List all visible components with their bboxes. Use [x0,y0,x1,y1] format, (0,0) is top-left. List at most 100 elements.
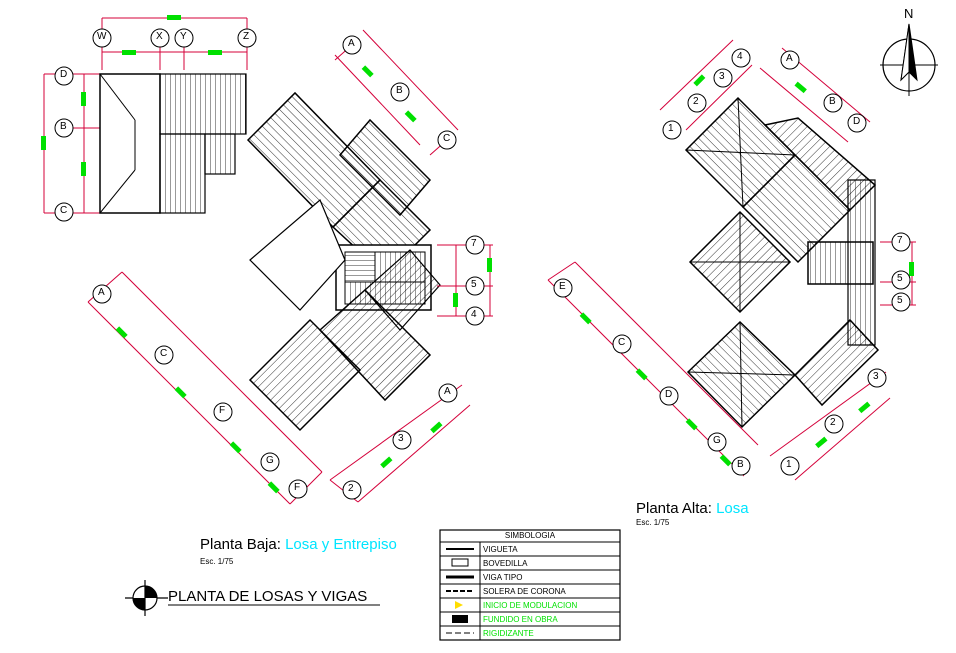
upper-roof-wing-left [688,210,792,314]
diag-dim-marker [404,110,417,123]
legend-row-label: RIGIDIZANTE [483,629,534,638]
legend-row-label: VIGUETA [483,545,518,554]
legend-header: SIMBOLOGIA [504,531,556,540]
upper-right-band [847,179,876,346]
axis-label: Z [243,31,250,42]
diag-dim-marker [174,386,187,399]
upper-dim-marker [579,312,592,325]
left-dimension-line [43,73,100,214]
diag-dim-marker [361,65,374,78]
plan-alta-title-accent: Losa [716,500,749,517]
right-dim-marker [487,258,492,272]
legend-row-label: SOLERA DE CORONA [483,587,566,596]
axis-label: B [396,85,403,96]
ground-right-dim [437,244,493,317]
axis-label: 3 [719,71,725,82]
bovedilla-symbol [451,558,469,567]
axis-label: C [443,133,451,144]
left-dim-marker [81,92,86,106]
top-dimension-line [101,17,248,70]
ground-floor-plan [41,15,493,505]
axis-label: 3 [398,433,404,444]
legend-row-label: FUNDIDO EN OBRA [483,615,558,624]
axis-label: W [97,31,107,42]
diag-dim-marker [229,441,242,454]
diag-dim-marker [380,456,393,469]
diag-dim-marker [430,421,443,434]
top-dim-marker [208,50,222,55]
plan-alta-title-main: Planta Alta: [636,500,712,517]
upper-floor-plan [547,39,916,481]
ground-diagonal-wing-lower [248,249,441,432]
diag-dim-marker [115,326,128,339]
axis-label: F [294,482,301,493]
diag-dim-marker [267,481,280,494]
axis-label: C [60,205,68,216]
axis-label: A [348,38,355,49]
upper-axis-bubbles [553,48,911,476]
plan-baja-title-main: Planta Baja: [200,536,281,553]
north-arrow-icon [880,23,938,96]
top-dim-marker [167,15,181,20]
ground-left-wing [99,73,247,214]
upper-dim-marker [909,262,914,276]
axis-label: 5 [471,279,477,290]
right-dim-marker [453,293,458,307]
axis-label: C [160,348,168,359]
axis-label: 7 [471,238,477,249]
upper-dim-marker [693,74,706,87]
axis-label: D [665,389,673,400]
left-dim-marker [41,136,46,150]
plan-baja-title: Planta Baja: Losa y Entrepiso [200,536,397,553]
legend-labels: VIGUETA BOVEDILLA VIGA TIPO SOLERA DE CO… [483,543,577,641]
plan-alta-title: Planta Alta: Losa [636,500,749,517]
axis-label: D [60,69,68,80]
upper-dim-marker [685,418,698,431]
north-label: N [904,6,914,21]
upper-dim-marker [794,81,807,94]
axis-label: 5 [897,295,903,306]
axis-label: B [60,121,67,132]
axis-label: A [786,53,793,64]
axis-label: G [713,435,721,446]
axis-label: 7 [897,235,903,246]
legend-table [439,529,621,641]
legend-row-label: VIGA TIPO [483,573,523,582]
axis-label: 2 [830,417,836,428]
upper-dim-marker [635,368,648,381]
axis-label: B [737,459,744,470]
axis-label: Y [180,31,187,42]
axis-label: A [98,287,105,298]
ground-axis-bubbles [54,28,485,500]
modulacion-symbol [455,601,463,609]
axis-label: D [853,116,861,127]
axis-label: E [559,281,566,292]
axis-label: 4 [471,309,477,320]
axis-label: A [444,386,451,397]
axis-label: X [156,31,163,42]
axis-label: 4 [737,51,743,62]
upper-dim-marker [815,436,828,449]
plan-alta-scale: Esc. 1/75 [636,518,670,527]
plan-baja-scale: Esc. 1/75 [200,557,234,566]
axis-label: 3 [873,371,879,382]
axis-label: 5 [897,273,903,284]
axis-label: F [219,405,226,416]
section-symbol-icon [125,580,380,616]
axis-label: 1 [668,123,674,134]
upper-dim-marker [858,401,871,414]
axis-label: C [618,337,626,348]
axis-label: 2 [348,483,354,494]
left-dim-marker [81,162,86,176]
axis-label: B [829,96,836,107]
top-dim-marker [122,50,136,55]
ground-void [249,199,346,311]
upper-dim-marker [719,454,732,467]
axis-label: 1 [786,459,792,470]
legend-row-label: INICIO DE MODULACION [483,601,578,610]
sheet-title: PLANTA DE LOSAS Y VIGAS [168,588,368,605]
plan-baja-title-accent: Losa y Entrepiso [285,536,397,553]
fundido-symbol [452,615,468,623]
legend-row-label: BOVEDILLA [483,559,528,568]
